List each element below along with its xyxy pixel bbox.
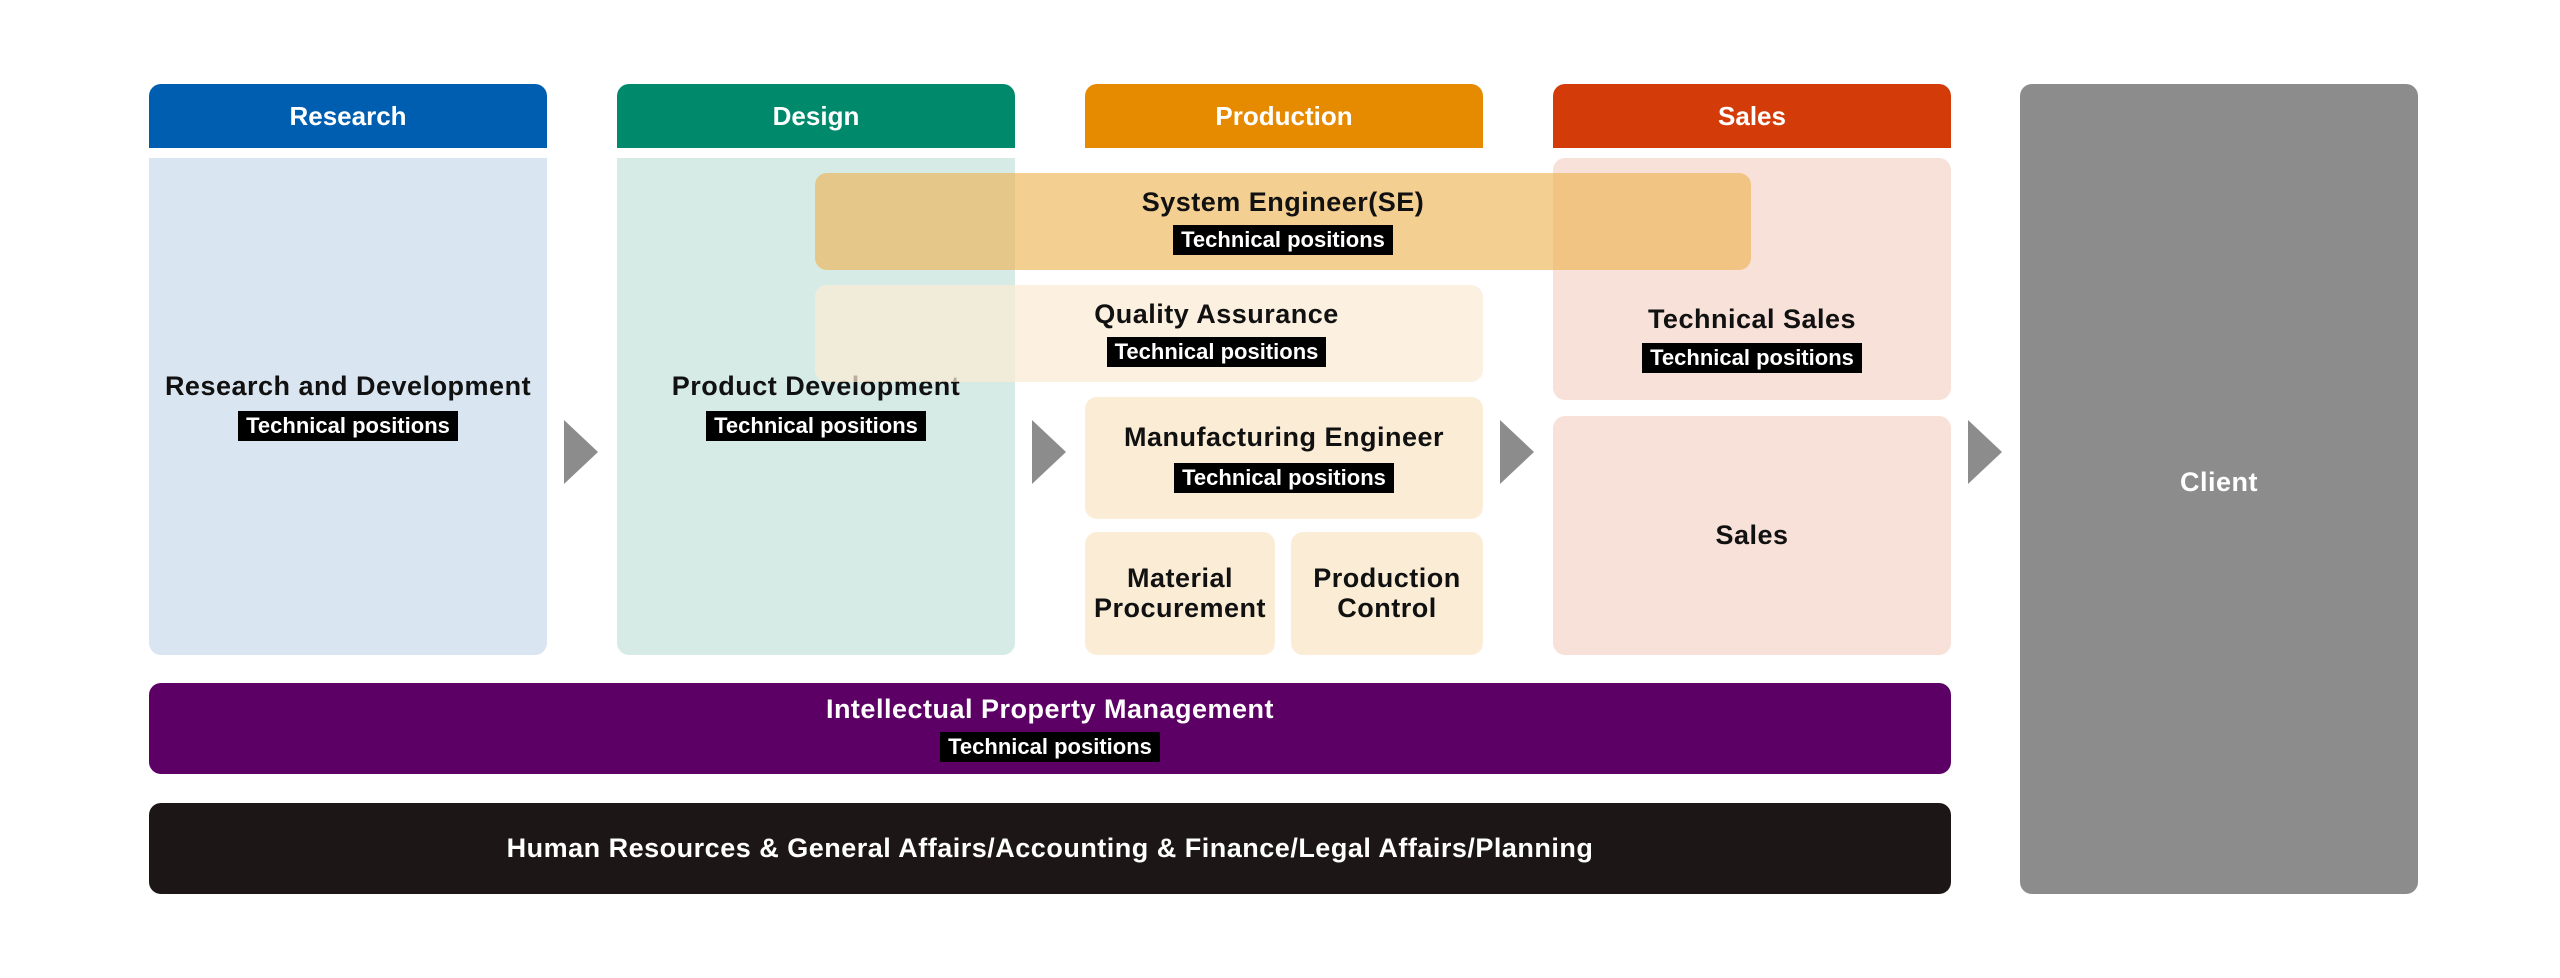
technical-positions-badge: Technical positions bbox=[1173, 225, 1393, 256]
research-and-development-title: Research and Development bbox=[164, 370, 532, 401]
sales-box: Sales bbox=[1553, 416, 1951, 655]
material-procurement-title: Material Procurement bbox=[1093, 563, 1267, 623]
quality-assurance-title: Quality Assurance bbox=[1094, 298, 1339, 329]
flow-arrow-icon bbox=[1968, 420, 2002, 484]
client-title: Client bbox=[2179, 467, 2258, 498]
research-column bbox=[149, 158, 547, 655]
corporate-functions-title: Human Resources & General Affairs/Accoun… bbox=[506, 832, 1594, 863]
technical-positions-badge: Technical positions bbox=[706, 411, 926, 442]
corporate-functions-box: Human Resources & General Affairs/Accoun… bbox=[149, 803, 1951, 894]
technical-positions-badge: Technical positions bbox=[238, 411, 458, 442]
manufacturing-engineer-title: Manufacturing Engineer bbox=[1123, 422, 1445, 453]
client-box: Client bbox=[2020, 84, 2418, 894]
header-research: Research bbox=[149, 84, 547, 148]
technical-positions-badge: Technical positions bbox=[940, 732, 1160, 763]
material-procurement-box: Material Procurement bbox=[1085, 532, 1275, 655]
header-production: Production bbox=[1085, 84, 1483, 148]
technical-positions-badge: Technical positions bbox=[1174, 462, 1394, 493]
system-engineer-title: System Engineer(SE) bbox=[1141, 186, 1425, 217]
system-engineer-box: System Engineer(SE) Technical positions bbox=[815, 173, 1751, 270]
technical-positions-badge: Technical positions bbox=[1106, 337, 1327, 368]
technical-sales-title: Technical Sales bbox=[1647, 304, 1857, 335]
production-control-title: Production Control bbox=[1313, 563, 1461, 623]
quality-assurance-box: Quality Assurance Technical positions bbox=[815, 285, 1483, 382]
production-control-box: Production Control bbox=[1291, 532, 1483, 655]
flow-arrow-icon bbox=[1032, 420, 1066, 484]
manufacturing-engineer-box: Manufacturing Engineer Technical positio… bbox=[1085, 397, 1483, 519]
flow-arrow-icon bbox=[564, 420, 598, 484]
header-sales: Sales bbox=[1553, 84, 1951, 148]
sales-title: Sales bbox=[1715, 519, 1789, 550]
product-development-box: Product Development Technical positions bbox=[617, 158, 1015, 655]
technical-positions-badge: Technical positions bbox=[1642, 342, 1862, 373]
technical-sales-box: Technical Sales Technical positions bbox=[1553, 158, 1951, 400]
header-design: Design bbox=[617, 84, 1015, 148]
ip-management-box: Intellectual Property Management Technic… bbox=[149, 683, 1951, 774]
flow-arrow-icon bbox=[1500, 420, 1534, 484]
ip-management-title: Intellectual Property Management bbox=[825, 693, 1275, 724]
research-and-development-box: Research and Development Technical posit… bbox=[149, 158, 547, 655]
